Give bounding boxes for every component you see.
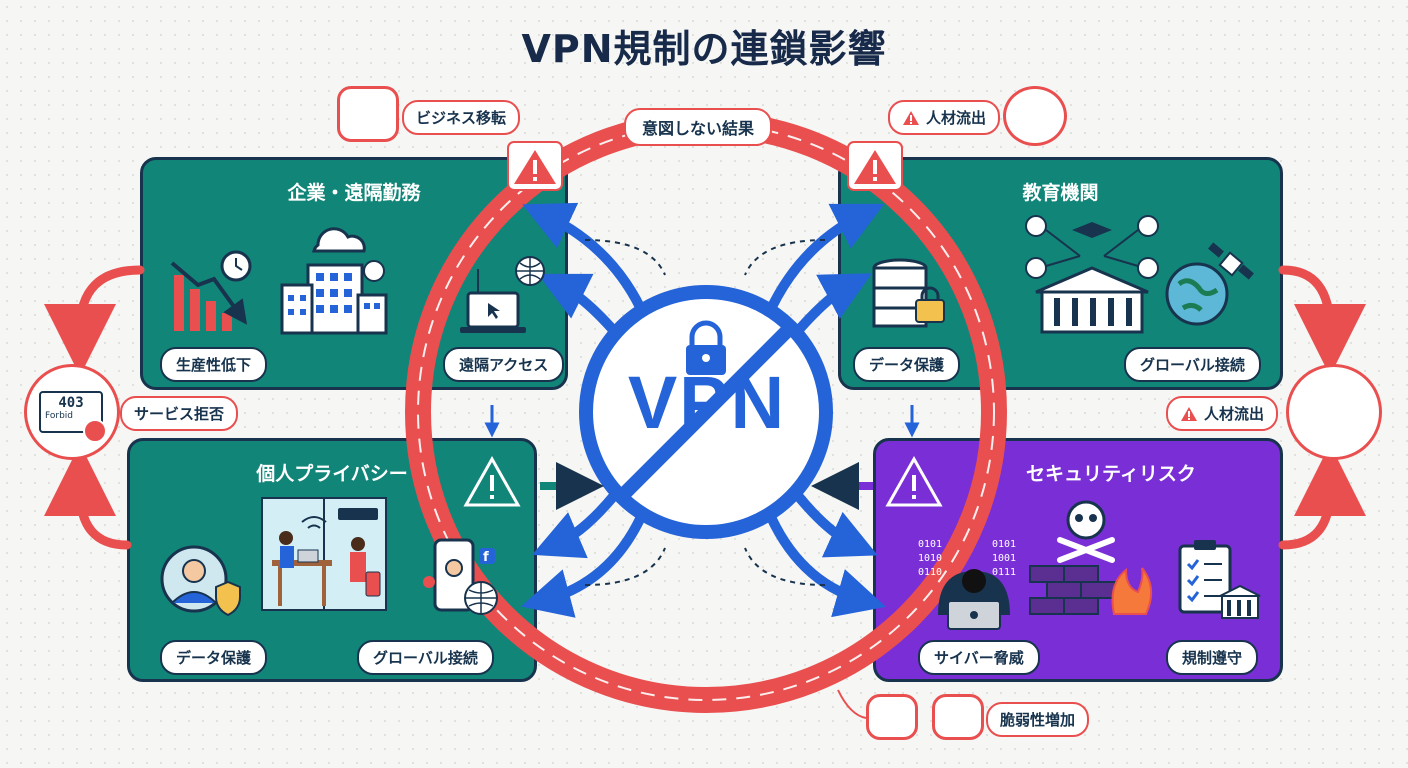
compliance-clipboard-icon [1178, 540, 1261, 619]
svg-text:0111: 0111 [992, 567, 1016, 578]
svg-text:0101: 0101 [992, 539, 1016, 550]
pill-cyber-threat: サイバー脅威 [918, 640, 1040, 675]
brain-drain-right-badge [1286, 364, 1382, 460]
service-denial-badge: 403 Forbid [24, 364, 120, 460]
page-title: VPN規制の連鎖影響 [521, 27, 887, 71]
remote-work-scene-icon [261, 497, 387, 611]
hacker-icon: 0101 1010 0110 0101 1001 0111 [918, 539, 1016, 630]
tag-vulnerability-label: 脆弱性増加 [1000, 711, 1076, 729]
pill-privacy-global-connection: グローバル接続 [357, 640, 494, 675]
vpn-prohibition-symbol [579, 285, 833, 539]
tag-vulnerability: 脆弱性増加 [986, 702, 1090, 737]
tag-brain-drain-top: 人材流出 [888, 100, 1001, 135]
panel-privacy-title: 個人プライバシー [256, 463, 408, 485]
dashed-connectors [584, 239, 826, 586]
dashed-connector-tl [584, 239, 666, 276]
pill-remote-access: 遠隔アクセス [443, 347, 565, 382]
pill-regulatory-compliance: 規制遵守 [1166, 640, 1259, 675]
tag-brain-drain-right: 人材流出 [1166, 396, 1279, 431]
panel-security-title: セキュリティリスク [1026, 463, 1196, 485]
feedback-arrow-left-bottom [44, 444, 132, 550]
dashed-connector-bl [584, 547, 666, 586]
error-code: 403 [58, 395, 84, 411]
warning-icon [463, 455, 521, 507]
satellite-globe-icon [1165, 242, 1254, 326]
pill-education-global-connection: グローバル接続 [1124, 347, 1261, 382]
dashed-connector-tr [744, 239, 826, 276]
user-shield-icon [160, 545, 241, 617]
warning-icon [507, 141, 563, 191]
feedback-arrow-left-top [44, 265, 145, 376]
declining-chart-icon [170, 261, 248, 331]
pill-productivity-decline: 生産性低下 [160, 347, 268, 382]
svg-text:f: f [483, 550, 489, 565]
panel-education-title: 教育機関 [1022, 182, 1099, 204]
padlock-badge [866, 694, 918, 740]
panel-enterprise-title: 企業・遠隔勤務 [287, 182, 421, 204]
tag-business-relocation-label: ビジネス移転 [416, 109, 507, 127]
warning-icon [847, 141, 903, 191]
prohibited-icon [83, 419, 107, 443]
svg-text:0110: 0110 [918, 567, 942, 578]
database-lock-icon [872, 258, 945, 328]
dashed-connector-br [744, 547, 826, 586]
warning-icon [885, 455, 943, 507]
cloud-office-icon [280, 227, 388, 335]
svg-text:1010: 1010 [918, 553, 942, 564]
panel-link-arrows [484, 405, 920, 438]
tag-brain-drain-top-label: 人材流出 [926, 109, 987, 127]
vpn-slash [617, 323, 795, 501]
tag-brain-drain-right-label: 人材流出 [1204, 405, 1265, 423]
skull-firewall-icon [1029, 500, 1153, 615]
laptop-globe-icon [460, 256, 545, 333]
vpn-label: VPN [627, 361, 787, 444]
clock-icon [220, 250, 252, 282]
brain-drain-top-badge [1003, 86, 1067, 146]
svg-text:0101: 0101 [918, 539, 942, 550]
pill-privacy-data-protection: データ保護 [160, 640, 268, 675]
feedback-arrows [44, 265, 1366, 550]
badge-connector [837, 689, 867, 719]
lock-icon [686, 320, 726, 375]
tag-business-relocation: ビジネス移転 [402, 100, 521, 135]
phone-social-globe-icon: f [423, 538, 498, 615]
feedback-arrow-right-bottom [1278, 444, 1366, 550]
tag-service-denial: サービス拒否 [120, 396, 239, 431]
feedback-arrow-right-top [1278, 265, 1366, 376]
error-text: Forbid [45, 411, 73, 421]
ring-label: 意図しない結果 [624, 108, 773, 146]
svg-text:1001: 1001 [992, 553, 1016, 564]
university-network-icon [1025, 215, 1159, 334]
pill-education-data-protection: データ保護 [853, 347, 961, 382]
tag-service-denial-label: サービス拒否 [134, 405, 225, 423]
shield-break-badge [932, 694, 984, 740]
warning-small-icon [1181, 406, 1197, 421]
warning-small-icon [903, 110, 919, 125]
business-relocation-badge [337, 86, 399, 142]
